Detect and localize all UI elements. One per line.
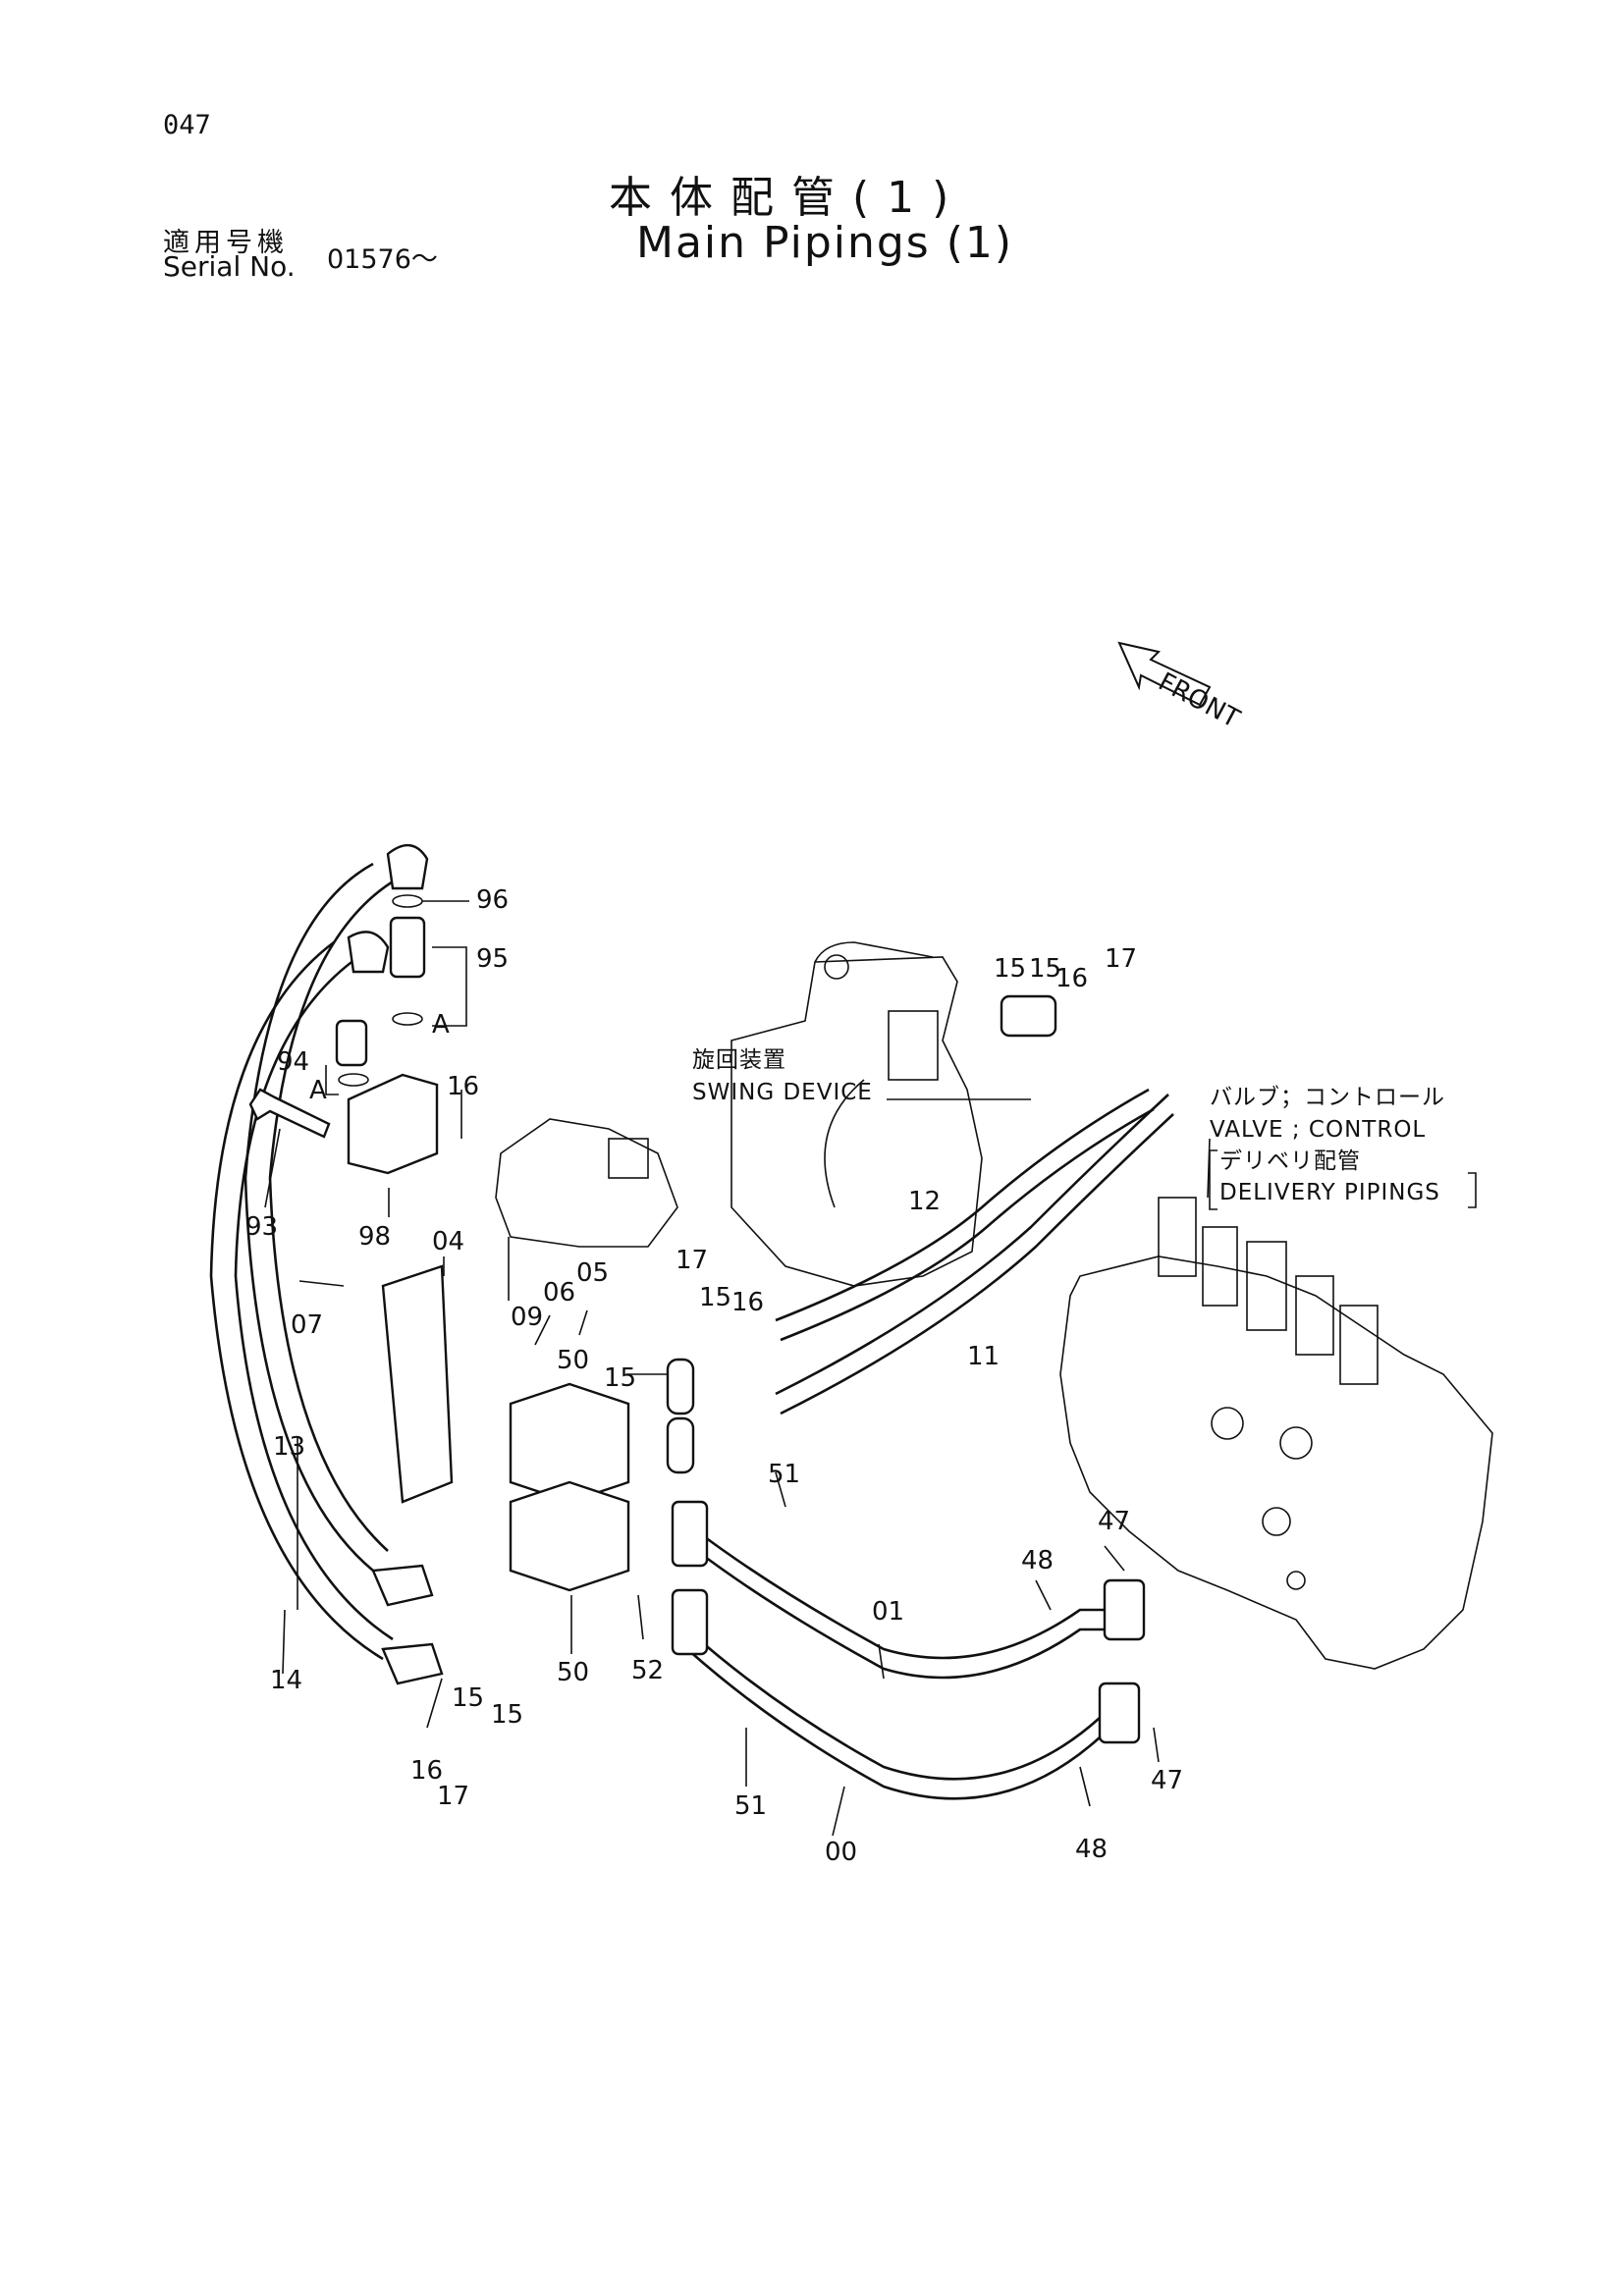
bracket-04 bbox=[381, 1264, 454, 1504]
control-valve bbox=[1059, 1197, 1493, 1670]
label-94: 94 bbox=[277, 1047, 309, 1077]
label-15-a: 15 bbox=[699, 1283, 731, 1312]
label-15-e: 15 bbox=[452, 1683, 484, 1713]
label-95: 95 bbox=[476, 944, 509, 974]
pipe-01-inner bbox=[696, 1549, 1129, 1680]
label-48-b: 48 bbox=[1075, 1835, 1108, 1864]
page-number: 047 bbox=[163, 110, 211, 140]
hose-11 bbox=[775, 1094, 1169, 1396]
label-16-b: 16 bbox=[731, 1288, 764, 1317]
adapter-94 bbox=[335, 1019, 368, 1067]
pilot-motor bbox=[495, 1118, 678, 1248]
o-ring-a-bottom bbox=[338, 1073, 369, 1087]
label-96: 96 bbox=[476, 885, 509, 915]
flange-swing bbox=[1000, 994, 1057, 1038]
label-09: 09 bbox=[511, 1303, 543, 1332]
label-17-a: 17 bbox=[676, 1246, 708, 1275]
label-47-b: 47 bbox=[1151, 1766, 1183, 1795]
flange-pipe-00 bbox=[671, 1588, 709, 1656]
label-50-a: 50 bbox=[557, 1346, 589, 1375]
bolt-93 bbox=[248, 1088, 331, 1139]
hose-12 bbox=[775, 1088, 1150, 1322]
adapter-95 bbox=[389, 916, 426, 979]
pipe-00 bbox=[686, 1629, 1101, 1781]
label-a-bottom: A bbox=[309, 1076, 327, 1105]
label-06: 06 bbox=[543, 1278, 575, 1308]
serial-label: Serial No. bbox=[163, 250, 296, 283]
pipe-01 bbox=[696, 1529, 1129, 1660]
label-01: 01 bbox=[872, 1597, 904, 1627]
serial-value: 01576～ bbox=[327, 244, 438, 275]
control-valve-label: VALVE ; CONTROL bbox=[1210, 1117, 1426, 1143]
label-04: 04 bbox=[432, 1227, 464, 1256]
label-14: 14 bbox=[270, 1666, 302, 1695]
flange-pipe-01 bbox=[671, 1500, 709, 1568]
pipe-00-inner bbox=[686, 1648, 1101, 1800]
label-11: 11 bbox=[967, 1342, 1000, 1371]
label-15-d: 15 bbox=[1029, 954, 1061, 984]
elbow-mid bbox=[347, 931, 390, 974]
label-15-b: 15 bbox=[604, 1363, 636, 1393]
label-16-c: 16 bbox=[1055, 964, 1088, 993]
delivery-piping-label-jp: デリベリ配管 bbox=[1219, 1148, 1361, 1174]
label-51-b: 51 bbox=[734, 1791, 767, 1821]
swing-device-label-jp: 旋回装置 bbox=[692, 1047, 786, 1073]
hose-12-inner bbox=[780, 1107, 1155, 1342]
label-a-top: A bbox=[432, 1010, 450, 1040]
block-98 bbox=[347, 1073, 439, 1175]
label-00: 00 bbox=[825, 1838, 857, 1867]
label-50-b: 50 bbox=[557, 1658, 589, 1687]
label-48-a: 48 bbox=[1021, 1546, 1054, 1575]
serial-label-japanese: 適用号機 bbox=[163, 228, 289, 258]
o-ring-a-top bbox=[392, 1012, 423, 1026]
delivery-bracket-right bbox=[1468, 1172, 1477, 1208]
label-52: 52 bbox=[631, 1656, 664, 1685]
label-93: 93 bbox=[245, 1212, 278, 1242]
flange-valve-lower bbox=[1098, 1682, 1141, 1744]
label-13: 13 bbox=[273, 1432, 305, 1462]
block-50-upper bbox=[509, 1382, 630, 1504]
elbow-top bbox=[386, 844, 429, 890]
elbow-lower-1 bbox=[371, 1564, 434, 1607]
label-51-a: 51 bbox=[768, 1460, 800, 1489]
swing-device-label: SWING DEVICE bbox=[692, 1080, 873, 1105]
front-arrow-icon: FRONT bbox=[1117, 641, 1245, 734]
flange-15-lower bbox=[666, 1416, 695, 1474]
label-16-d: 16 bbox=[410, 1756, 443, 1786]
label-15-f: 15 bbox=[491, 1700, 523, 1730]
hose-14 bbox=[209, 940, 384, 1661]
hose-14-inner bbox=[234, 955, 394, 1641]
label-05: 05 bbox=[576, 1258, 609, 1288]
label-12: 12 bbox=[908, 1187, 941, 1216]
elbow-lower-2 bbox=[381, 1642, 444, 1685]
hose-11-inner bbox=[780, 1113, 1174, 1415]
o-ring-96 bbox=[392, 894, 423, 908]
hose-13 bbox=[243, 862, 374, 1572]
swing-device bbox=[730, 941, 983, 1287]
label-47-a: 47 bbox=[1098, 1507, 1130, 1536]
label-15-c: 15 bbox=[994, 954, 1026, 984]
block-50-lower bbox=[509, 1480, 630, 1592]
label-16-a: 16 bbox=[447, 1072, 479, 1101]
label-07: 07 bbox=[291, 1310, 323, 1340]
delivery-piping-label: DELIVERY PIPINGS bbox=[1219, 1180, 1440, 1205]
page-title-japanese: 本体配管(1) bbox=[609, 173, 967, 223]
delivery-bracket-left bbox=[1209, 1149, 1217, 1210]
leader-lines bbox=[264, 900, 1211, 1837]
label-98: 98 bbox=[358, 1222, 391, 1252]
control-valve-label-jp: バルブ；コントロール bbox=[1210, 1085, 1445, 1110]
label-17-c: 17 bbox=[437, 1782, 469, 1811]
flange-15-upper bbox=[666, 1358, 695, 1415]
page-title: Main Pipings (1) bbox=[636, 218, 1014, 268]
flange-valve-upper bbox=[1103, 1578, 1146, 1641]
front-label: FRONT bbox=[1154, 667, 1245, 734]
label-17-b: 17 bbox=[1105, 944, 1137, 974]
